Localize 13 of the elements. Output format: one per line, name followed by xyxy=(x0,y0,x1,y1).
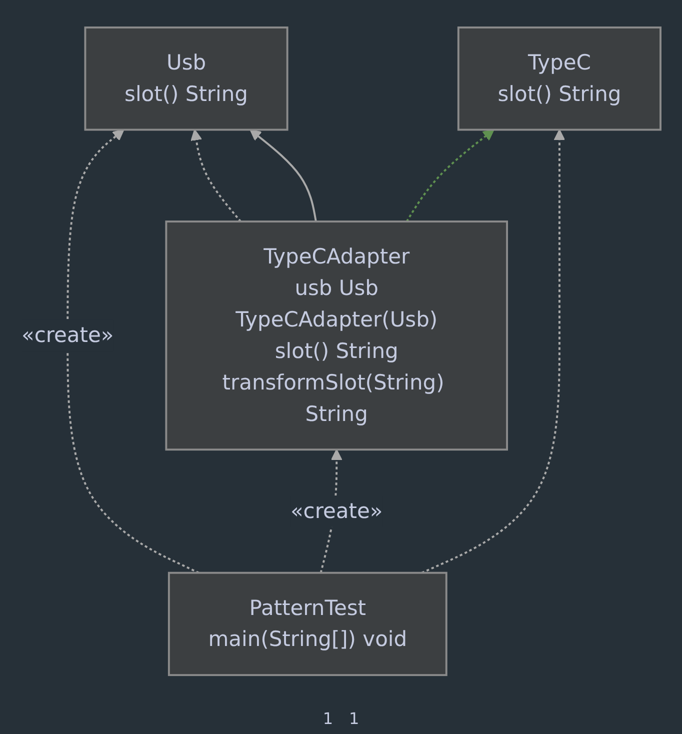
arrow xyxy=(250,129,317,222)
arrow xyxy=(190,129,242,222)
edge-label: «create» xyxy=(290,498,383,524)
node-box: TypeCAdapter usb Usb TypeCAdapter(Usb) slot() String transformSlot(String) String xyxy=(165,220,508,451)
edge-label: «create» xyxy=(21,322,114,348)
node-box: TypeC slot() String xyxy=(457,26,662,131)
arrow xyxy=(406,129,494,222)
node-box: PatternTest main(String[]) void xyxy=(168,572,448,676)
arrow xyxy=(66,129,200,574)
multiplicity-label: 1 xyxy=(349,709,360,728)
arrow xyxy=(421,129,566,574)
multiplicity-label: 1 xyxy=(322,709,333,728)
node-box: Usb slot() String xyxy=(84,26,288,131)
